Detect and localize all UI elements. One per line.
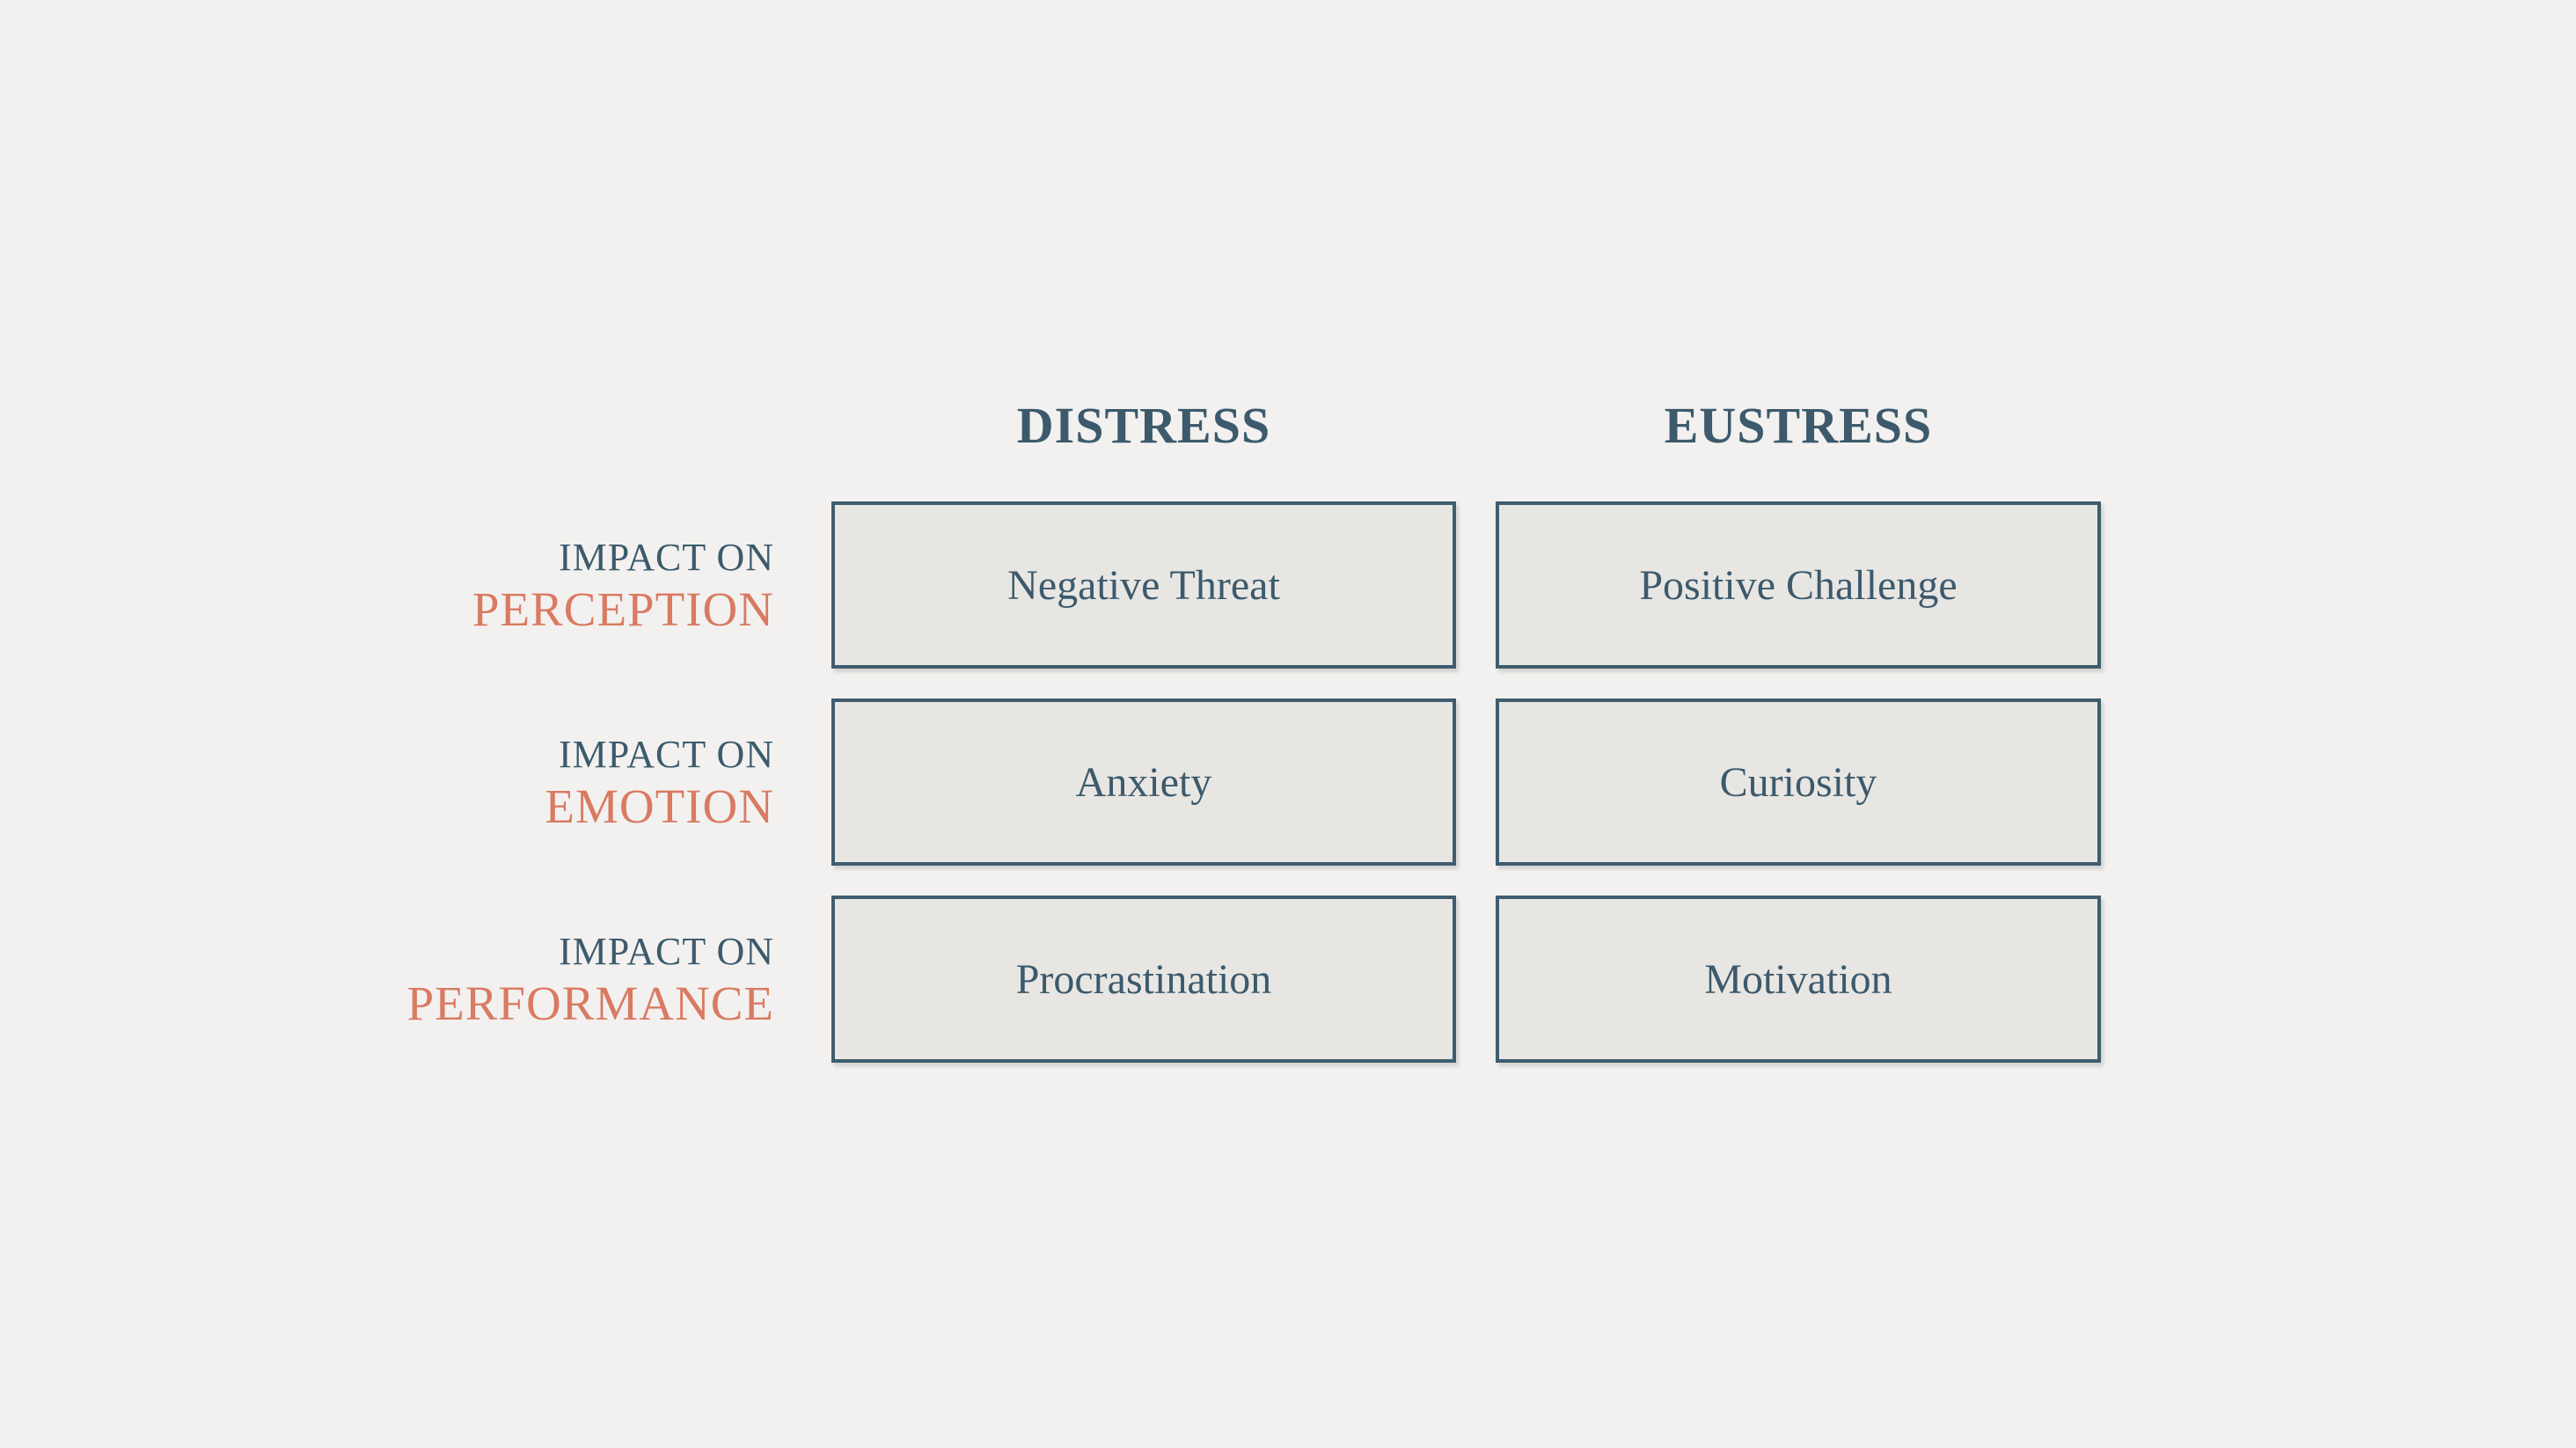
corner-spacer [396,378,792,472]
row-label-performance-emphasis: PERFORMANCE [406,976,774,1030]
cell-eustress-performance: Motivation [1496,896,2101,1063]
row-label-emotion-emphasis: EMOTION [545,779,774,833]
row-label-performance-prefix: IMPACT ON [559,929,774,973]
column-header-distress: DISTRESS [1016,396,1271,454]
stress-comparison-matrix: DISTRESS EUSTRESS IMPACT ON PERCEPTION N… [396,378,2101,1063]
cell-distress-emotion: Anxiety [831,698,1456,866]
row-label-emotion: IMPACT ON EMOTION [396,698,792,866]
cell-distress-performance: Procrastination [831,896,1456,1063]
row-label-perception: IMPACT ON PERCEPTION [396,501,792,669]
row-label-performance: IMPACT ON PERFORMANCE [396,896,792,1063]
row-label-perception-prefix: IMPACT ON [559,535,774,579]
cell-eustress-perception: Positive Challenge [1496,501,2101,669]
cell-eustress-emotion: Curiosity [1496,698,2101,866]
row-label-perception-emphasis: PERCEPTION [472,581,774,636]
column-header-eustress: EUSTRESS [1664,396,1933,454]
cell-distress-perception: Negative Threat [831,501,1456,669]
row-label-emotion-prefix: IMPACT ON [559,732,774,776]
